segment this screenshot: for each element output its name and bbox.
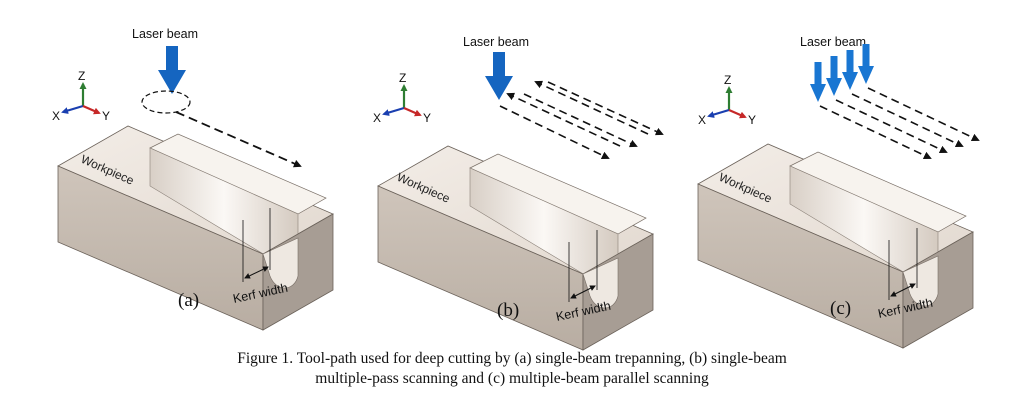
scan-direction-arrow-a: [175, 111, 302, 168]
scan-passes-b: [499, 80, 664, 160]
kerf-dimension-b: [570, 285, 596, 299]
laser-beam-arrow-c1: [810, 62, 826, 102]
parallel-2-arrow: [835, 99, 948, 154]
laser-beam-label-a: Laser beam: [132, 27, 198, 41]
panel-label-b: (b): [497, 300, 519, 321]
panel-label-a: (a): [178, 290, 199, 311]
axis-z-label-b: Z: [399, 71, 406, 85]
axis-z-label-c: Z: [724, 73, 731, 87]
axis-x-label-a: X: [52, 109, 60, 123]
caption-line-2: multiple-pass scanning and (c) multiple-…: [315, 370, 709, 387]
laser-beam-arrow-c4: [858, 44, 874, 84]
axis-y-label-b: Y: [423, 111, 431, 125]
pass-3-arrow: [523, 93, 638, 148]
axis-triad-b: Z X Y: [373, 71, 431, 125]
panel-label-c: (c): [830, 298, 851, 319]
laser-beam-label-c: Laser beam: [800, 35, 866, 49]
axis-z-label-a: Z: [78, 69, 85, 83]
laser-beam-arrow-a: [158, 46, 186, 94]
axis-y-label-c: Y: [748, 113, 756, 127]
parallel-4-arrow: [867, 87, 980, 142]
scan-passes-c: [819, 87, 980, 160]
figure-caption: Figure 1. Tool-path used for deep cuttin…: [0, 349, 1024, 389]
axis-triad-a: Z X Y: [52, 69, 110, 123]
laser-beam-arrow-c2: [826, 56, 842, 96]
axis-triad-c: Z X Y: [698, 73, 756, 127]
kerf-dimension-a: [244, 266, 269, 279]
panel-c: Workpiece Z X Y Laser beam Kerf width (c…: [697, 35, 980, 349]
axis-x-label-c: X: [698, 113, 706, 127]
axis-x-label-b: X: [373, 111, 381, 125]
laser-beam-arrow-c3: [842, 50, 858, 90]
pass-4-arrow: [534, 80, 649, 135]
trepanning-path-ellipse: [141, 90, 191, 114]
pass-1-arrow: [499, 105, 610, 160]
parallel-3-arrow: [851, 93, 964, 148]
pass-5-arrow: [547, 81, 664, 136]
parallel-1-arrow: [819, 105, 932, 160]
caption-line-1: Figure 1. Tool-path used for deep cuttin…: [237, 350, 787, 367]
axis-y-label-a: Y: [102, 109, 110, 123]
pass-2-arrow: [506, 92, 621, 147]
kerf-dimension-c: [890, 283, 916, 297]
laser-beam-arrow-b: [485, 52, 513, 100]
laser-beam-label-b: Laser beam: [463, 35, 529, 49]
panel-a: Workpiece Z X Y Laser beam Kerf width (a…: [52, 27, 334, 331]
panel-b: Workpiece Z X Y Laser beam Kerf width (b…: [373, 35, 664, 351]
